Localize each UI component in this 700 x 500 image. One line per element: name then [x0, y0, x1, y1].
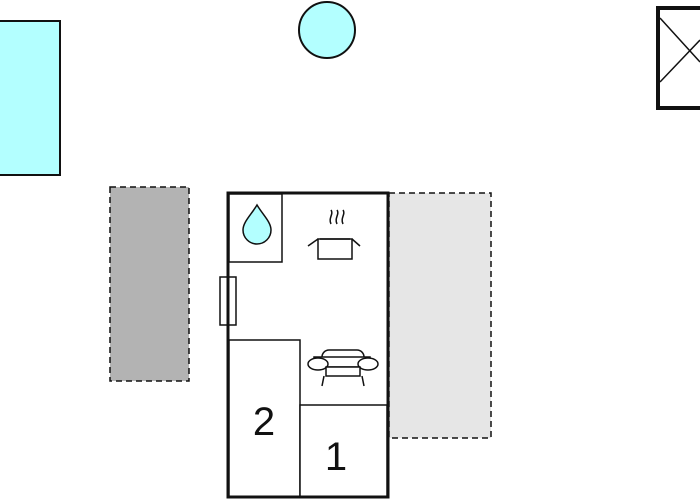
sofa-icon [307, 349, 379, 387]
bedroom-1-label: 1 [325, 435, 347, 479]
round-pool [298, 1, 356, 59]
water-drop-icon [242, 203, 272, 245]
house-border [226, 191, 390, 499]
bedroom-2 [228, 339, 301, 498]
terrace-right [388, 192, 492, 439]
bedroom-1 [299, 404, 388, 498]
pool-rect [0, 20, 61, 176]
crossed-box-icon [656, 6, 700, 110]
bedroom-2-label: 2 [253, 400, 275, 444]
cooking-pot-icon [307, 209, 361, 260]
terrace-left [109, 186, 190, 382]
